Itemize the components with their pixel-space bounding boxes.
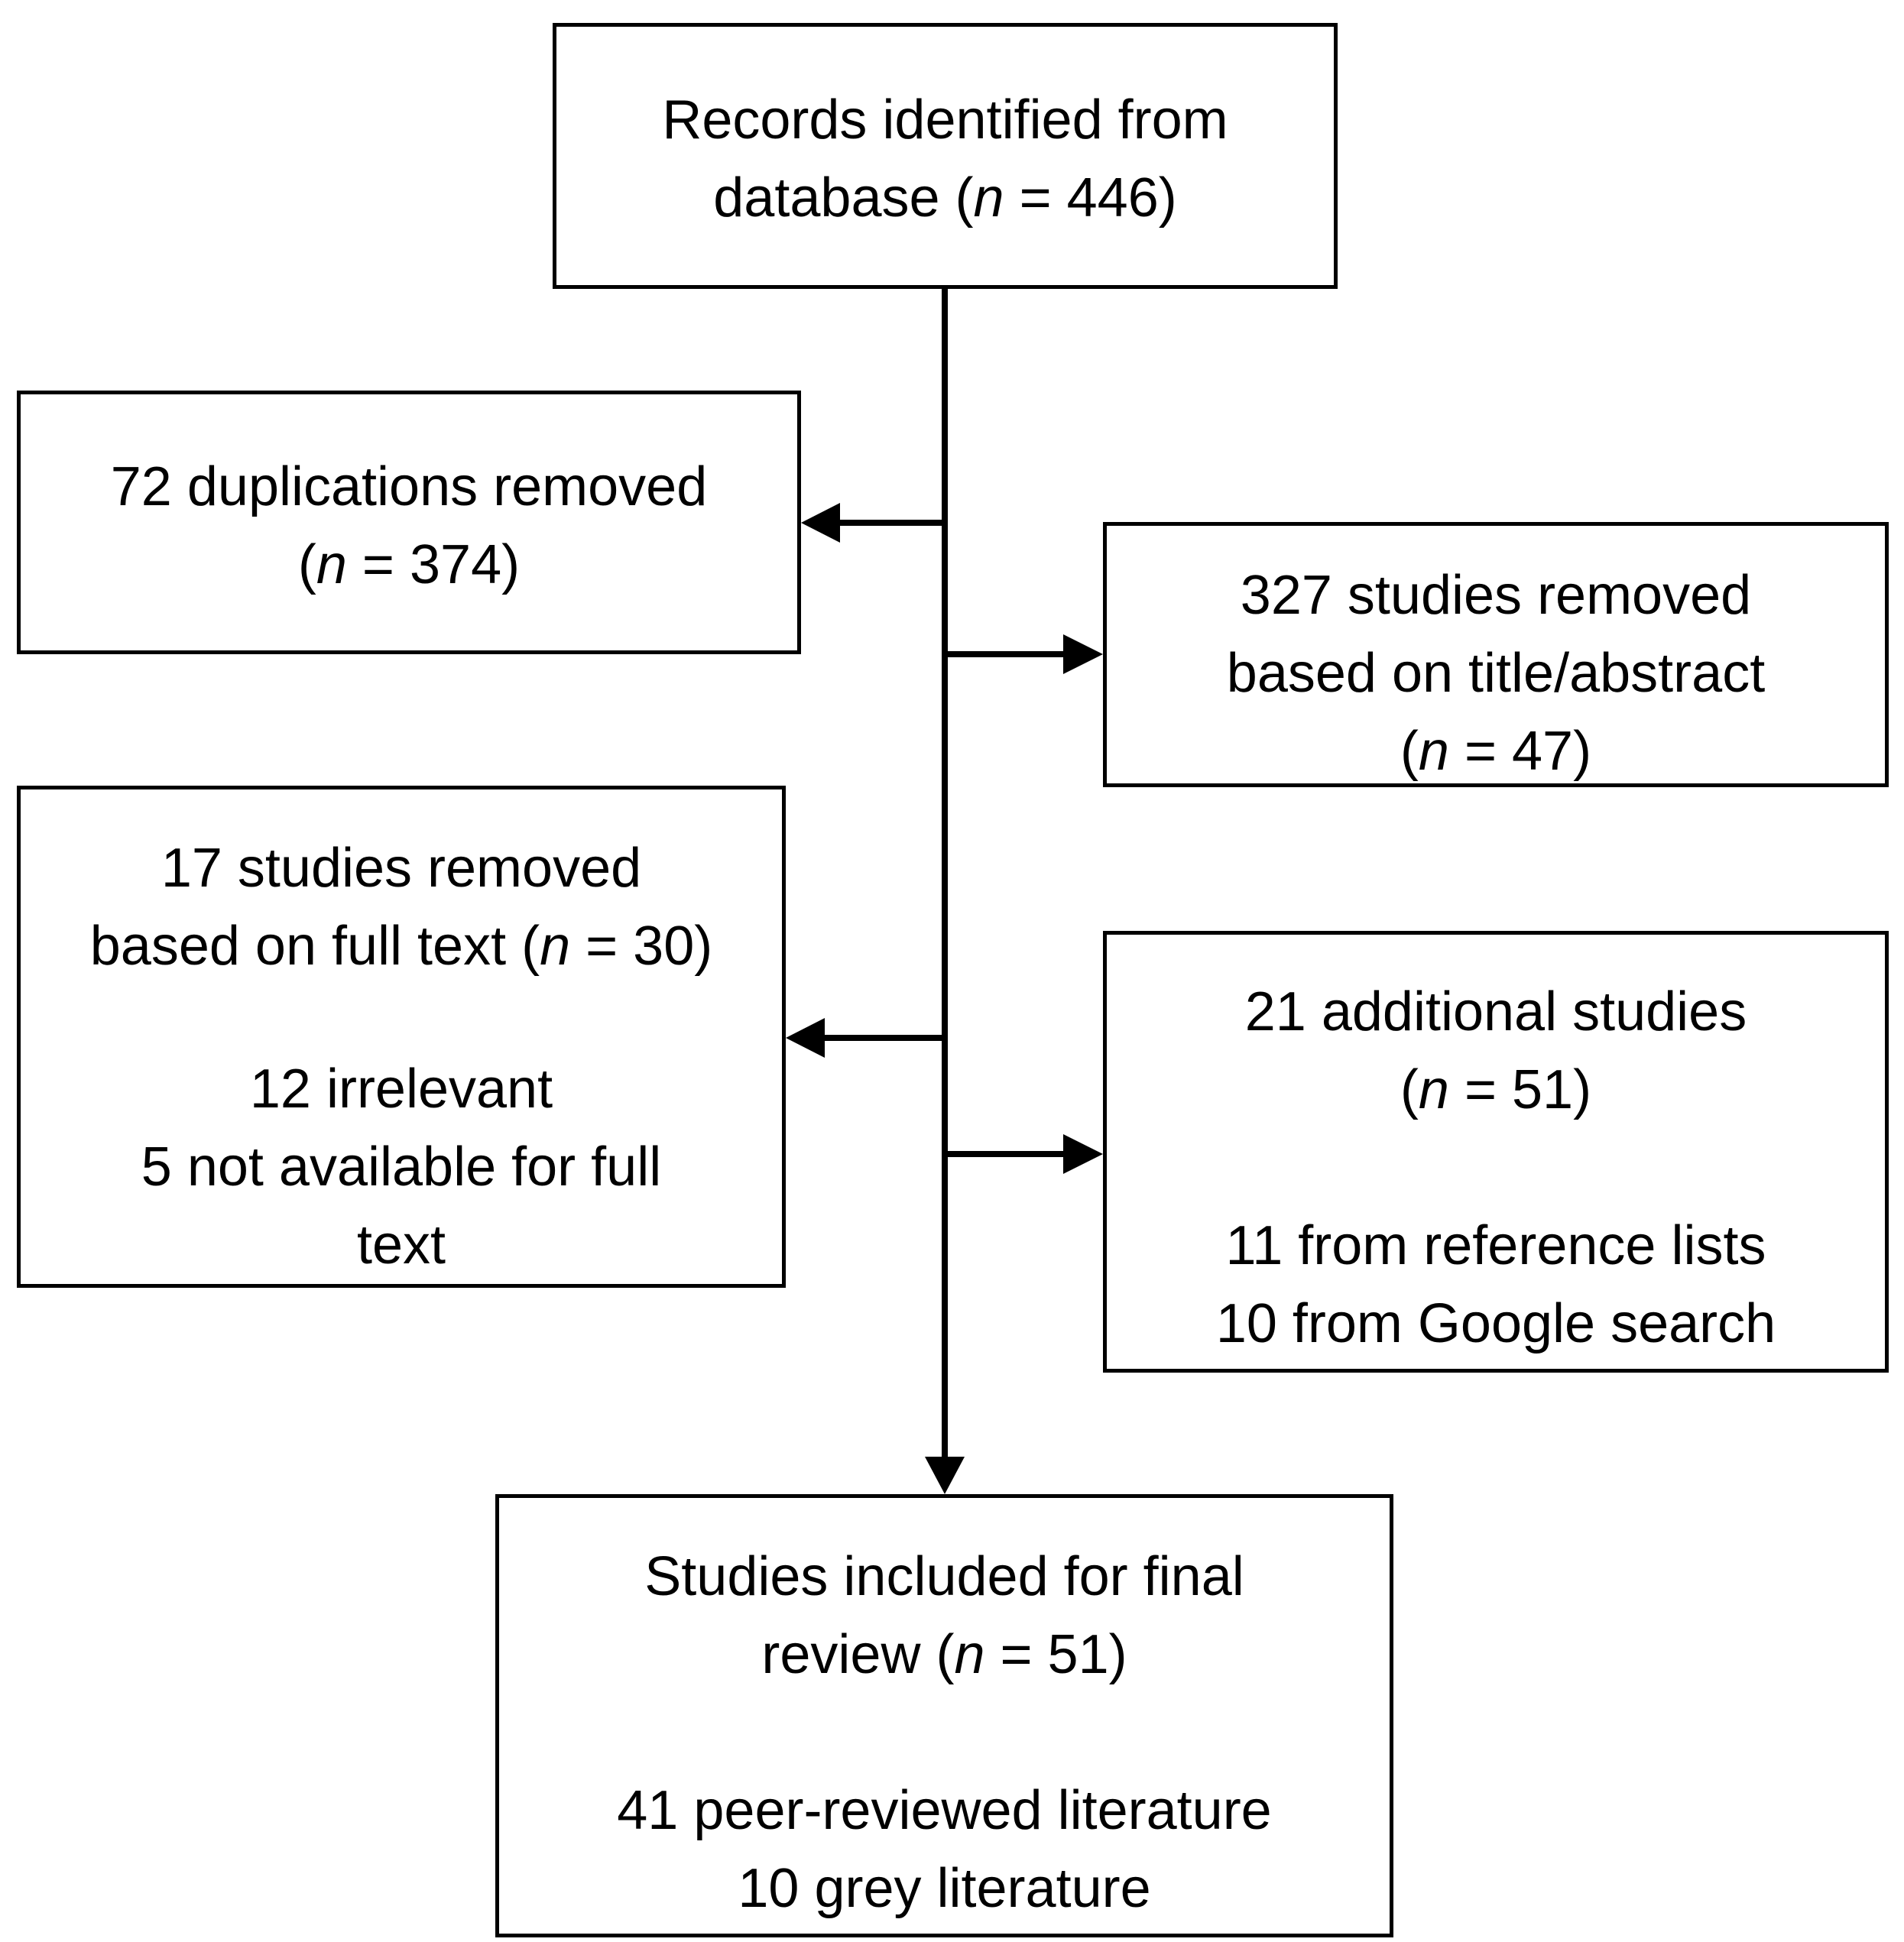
- full-text-line-1: 17 studies removed: [161, 838, 642, 899]
- additional-detail-1: 11 from reference lists: [1225, 1215, 1766, 1276]
- final-detail-1: 41 peer-reviewed literature: [617, 1780, 1272, 1841]
- records-identified-box: Records identified from database (n = 44…: [553, 23, 1338, 289]
- arrow-to-final: [925, 1457, 965, 1494]
- additional-detail-2: 10 from Google search: [1215, 1293, 1776, 1354]
- full-text-detail-2: 5 not available for full: [141, 1136, 662, 1198]
- full-text-removed-box: 17 studies removed based on full text (n…: [17, 786, 786, 1288]
- records-line-2: database (n = 446): [713, 167, 1177, 229]
- duplications-removed-box: 72 duplications removed (n = 374): [17, 391, 801, 654]
- full-text-line-2: based on full text (n = 30): [89, 916, 713, 977]
- additional-studies-box: 21 additional studies (n = 51) 11 from r…: [1103, 931, 1889, 1373]
- arrow-to-full-text: [786, 1018, 825, 1058]
- final-detail-2: 10 grey literature: [738, 1858, 1151, 1919]
- arrow-to-additional: [1063, 1134, 1103, 1174]
- title-abstract-line-2: based on title/abstract: [1226, 643, 1766, 704]
- title-abstract-line-1: 327 studies removed: [1240, 565, 1752, 626]
- additional-line-2: (n = 51): [1400, 1059, 1592, 1120]
- final-line-2: review (n = 51): [761, 1624, 1127, 1685]
- records-line-1: Records identified from: [662, 89, 1228, 151]
- arrow-to-duplications: [801, 503, 840, 543]
- full-text-detail-1: 12 irrelevant: [249, 1059, 553, 1120]
- additional-line-1: 21 additional studies: [1244, 981, 1747, 1042]
- studies-included-box: Studies included for final review (n = 5…: [495, 1494, 1393, 1937]
- duplications-line-2: (n = 374): [297, 534, 521, 595]
- duplications-line-1: 72 duplications removed: [110, 456, 708, 517]
- full-text-detail-3: text: [356, 1214, 446, 1276]
- title-abstract-line-3: (n = 47): [1400, 721, 1592, 782]
- arrow-to-title-abstract: [1063, 634, 1103, 674]
- title-abstract-removed-box: 327 studies removed based on title/abstr…: [1103, 522, 1889, 787]
- final-line-1: Studies included for final: [644, 1546, 1244, 1607]
